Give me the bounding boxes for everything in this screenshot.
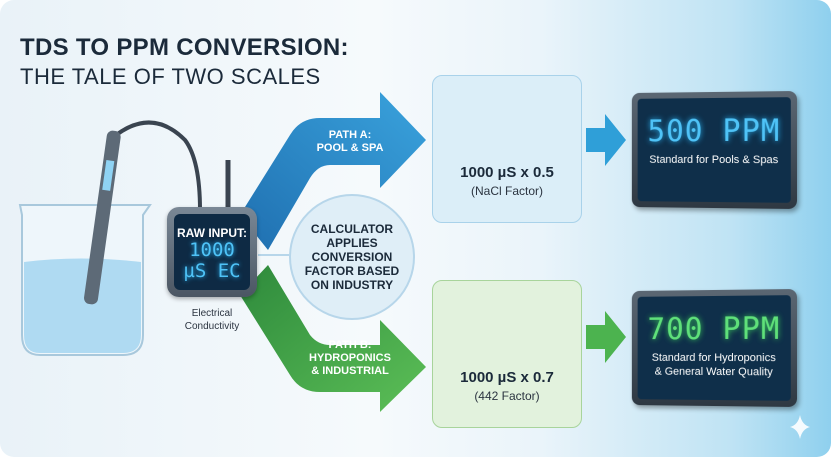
formula-b: 1000 µS x 0.7: [433, 369, 581, 386]
beaker-icon: [20, 205, 150, 355]
path-a-formula-box: 1000 µS x 0.5 (NaCl Factor): [432, 75, 582, 223]
meter-value: 1000: [174, 240, 250, 261]
note-line: CALCULATOR: [305, 222, 399, 236]
formula-a: 1000 µS x 0.5: [433, 164, 581, 181]
path-a-line: POOL & SPA: [310, 142, 390, 155]
factor-a: (NaCl Factor): [433, 184, 581, 198]
result-display-a: 500 PPM Standard for Pools & Spas: [632, 91, 797, 209]
factor-b: (442 Factor): [433, 389, 581, 403]
note-line: CONVERSION: [305, 250, 399, 264]
arrow-a-small: [586, 114, 626, 166]
arrow-b-small: [586, 311, 626, 363]
meter-unit: µS EC: [174, 261, 250, 282]
caption-line: Conductivity: [172, 320, 252, 333]
path-a-label: PATH A: POOL & SPA: [310, 129, 390, 155]
ec-meter: RAW INPUT: 1000 µS EC: [167, 207, 257, 297]
meter-label: RAW INPUT:: [174, 226, 250, 240]
path-b-line: PATH B:: [300, 339, 400, 352]
path-b-formula-box: 1000 µS x 0.7 (442 Factor): [432, 280, 582, 428]
sparkle-icon: [790, 415, 810, 439]
standard-b-line: & General Water Quality: [638, 365, 791, 380]
standard-b-line: Standard for Hydroponics: [638, 351, 791, 365]
path-a-line: PATH A:: [310, 129, 390, 142]
result-b: 700 PPM: [638, 295, 791, 347]
calculator-note: CALCULATOR APPLIES CONVERSION FACTOR BAS…: [289, 194, 415, 320]
path-b-line: & INDUSTRIAL: [300, 365, 400, 378]
path-b-line: HYDROPONICS: [300, 352, 400, 365]
standard-a: Standard for Pools & Spas: [638, 153, 791, 167]
result-a: 500 PPM: [638, 97, 791, 149]
meter-caption: Electrical Conductivity: [172, 307, 252, 333]
standard-b: Standard for Hydroponics & General Water…: [638, 351, 791, 380]
result-display-b: 700 PPM Standard for Hydroponics & Gener…: [632, 289, 797, 407]
note-line: ON INDUSTRY: [305, 278, 399, 292]
path-b-label: PATH B: HYDROPONICS & INDUSTRIAL: [300, 339, 400, 378]
meter-screen: RAW INPUT: 1000 µS EC: [174, 214, 250, 290]
note-line: APPLIES: [305, 236, 399, 250]
note-line: FACTOR BASED: [305, 264, 399, 278]
caption-line: Electrical: [172, 307, 252, 320]
